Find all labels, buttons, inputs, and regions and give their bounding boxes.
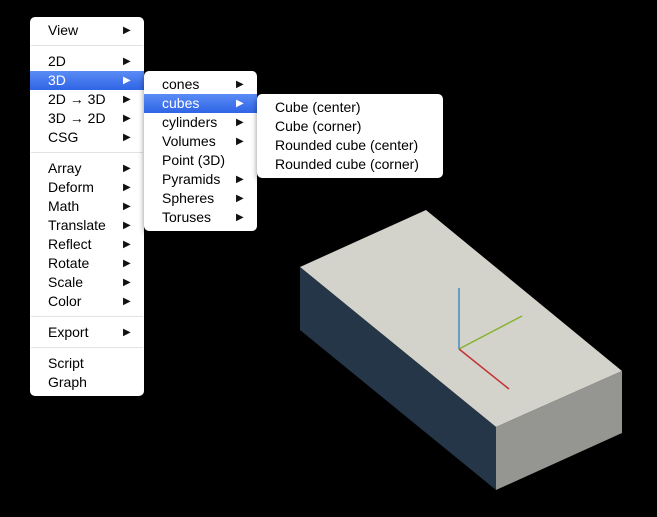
menu-item-label: Point (3D) (162, 152, 226, 168)
axis-x-line (458, 348, 510, 390)
context-menu-main: View▶2D▶3D▶2D → 3D▶3D → 2D▶CSG▶Array▶Def… (30, 17, 144, 396)
submenu-arrow-icon: ▶ (236, 193, 244, 204)
submenu-arrow-icon: ▶ (236, 174, 244, 185)
submenu-arrow-icon: ▶ (123, 201, 131, 212)
submenu-arrow-icon: ▶ (236, 136, 244, 147)
submenu-3d-item-volumes[interactable]: Volumes ▶ (144, 132, 257, 151)
menu-item-label: Color (48, 293, 82, 309)
menu-item-view[interactable]: View ▶ (30, 21, 144, 40)
menu-item-rotate[interactable]: Rotate ▶ (30, 254, 144, 273)
menu-separator (30, 311, 144, 323)
menu-item-label: Rotate (48, 255, 90, 271)
menu-item-scale[interactable]: Scale ▶ (30, 273, 144, 292)
menu-item-label: Cube (corner) (275, 118, 362, 134)
menu-separator (30, 342, 144, 354)
box-top-face (300, 210, 622, 427)
menu-item-label: 3D → 2D (48, 110, 106, 126)
menu-item-label: Toruses (162, 209, 212, 225)
submenu-arrow-icon: ▶ (123, 113, 131, 124)
menu-separator (30, 147, 144, 159)
menu-item-reflect[interactable]: Reflect ▶ (30, 235, 144, 254)
menu-item-translate[interactable]: Translate ▶ (30, 216, 144, 235)
submenu-3d: cones ▶ cubes ▶ cylinders ▶ Volumes ▶ Point (3D)… (144, 71, 257, 231)
menu-item-3d-to-2d[interactable]: 3D → 2D ▶ (30, 109, 144, 128)
menu-item-export[interactable]: Export ▶ (30, 323, 144, 342)
menu-item-label: Deform (48, 179, 94, 195)
menu-item-label: Script (48, 355, 84, 371)
box-right-face (496, 371, 622, 490)
submenu-3d-item-cylinders[interactable]: cylinders ▶ (144, 113, 257, 132)
menu-item-3d[interactable]: 3D ▶ (30, 71, 144, 90)
submenu-arrow-icon: ▶ (236, 117, 244, 128)
submenu-cubes-item-rounded-cube-center[interactable]: Rounded cube (center) (257, 136, 443, 155)
menu-item-label: 3D (48, 72, 66, 88)
menu-item-label: Pyramids (162, 171, 221, 187)
menu-separator (30, 40, 144, 52)
submenu-arrow-icon: ▶ (123, 75, 131, 86)
submenu-arrow-icon: ▶ (123, 163, 131, 174)
submenu-3d-item-pyramids[interactable]: Pyramids ▶ (144, 170, 257, 189)
menu-item-2d[interactable]: 2D ▶ (30, 52, 144, 71)
menu-item-csg[interactable]: CSG ▶ (30, 128, 144, 147)
menu-item-label: Volumes (162, 133, 216, 149)
submenu-arrow-icon: ▶ (123, 258, 131, 269)
menu-item-label: Graph (48, 374, 87, 390)
submenu-cubes-item-rounded-cube-corner[interactable]: Rounded cube (corner) (257, 155, 443, 174)
menu-item-math[interactable]: Math ▶ (30, 197, 144, 216)
submenu-3d-item-cones[interactable]: cones ▶ (144, 75, 257, 94)
submenu-arrow-icon: ▶ (123, 182, 131, 193)
menu-item-label: Cube (center) (275, 99, 361, 115)
menu-item-label: cones (162, 76, 200, 92)
menu-item-graph[interactable]: Graph (30, 373, 144, 392)
submenu-arrow-icon: ▶ (123, 239, 131, 250)
submenu-arrow-icon: ▶ (123, 56, 131, 67)
menu-item-array[interactable]: Array ▶ (30, 159, 144, 178)
submenu-arrow-icon: ▶ (123, 277, 131, 288)
menu-item-label: Reflect (48, 236, 92, 252)
menu-item-deform[interactable]: Deform ▶ (30, 178, 144, 197)
submenu-3d-item-toruses[interactable]: Toruses ▶ (144, 208, 257, 227)
menu-item-label: Math (48, 198, 80, 214)
submenu-arrow-icon: ▶ (123, 220, 131, 231)
submenu-arrow-icon: ▶ (236, 98, 244, 109)
menu-item-label: Export (48, 324, 89, 340)
box-left-face (300, 267, 496, 490)
menu-item-label: 2D (48, 53, 66, 69)
submenu-3d-item-point-3d[interactable]: Point (3D) (144, 151, 257, 170)
submenu-arrow-icon: ▶ (123, 132, 131, 143)
menu-item-label: CSG (48, 129, 79, 145)
axis-y-line (458, 315, 523, 350)
menu-item-label: Spheres (162, 190, 215, 206)
menu-item-label: cylinders (162, 114, 218, 130)
submenu-arrow-icon: ▶ (236, 79, 244, 90)
submenu-arrow-icon: ▶ (236, 212, 244, 223)
submenu-arrow-icon: ▶ (123, 94, 131, 105)
submenu-cubes: Cube (center) Cube (corner) Rounded cube (… (257, 94, 443, 178)
submenu-cubes-item-cube-corner[interactable]: Cube (corner) (257, 117, 443, 136)
submenu-arrow-icon: ▶ (123, 327, 131, 338)
menu-item-label: Array (48, 160, 82, 176)
menu-item-color[interactable]: Color ▶ (30, 292, 144, 311)
menu-item-script[interactable]: Script (30, 354, 144, 373)
menu-item-label: Translate (48, 217, 106, 233)
menu-item-label: Rounded cube (corner) (275, 156, 419, 172)
menu-item-label: View (48, 22, 79, 38)
submenu-3d-item-spheres[interactable]: Spheres ▶ (144, 189, 257, 208)
menu-item-label: 2D → 3D (48, 91, 106, 107)
submenu-3d-item-cubes[interactable]: cubes ▶ (144, 94, 257, 113)
menu-item-2d-to-3d[interactable]: 2D → 3D ▶ (30, 90, 144, 109)
submenu-arrow-icon: ▶ (123, 296, 131, 307)
submenu-cubes-item-cube-center[interactable]: Cube (center) (257, 98, 443, 117)
menu-item-label: Scale (48, 274, 84, 290)
submenu-arrow-icon: ▶ (123, 25, 131, 36)
menu-item-label: Rounded cube (center) (275, 137, 419, 153)
menu-item-label: cubes (162, 95, 200, 111)
